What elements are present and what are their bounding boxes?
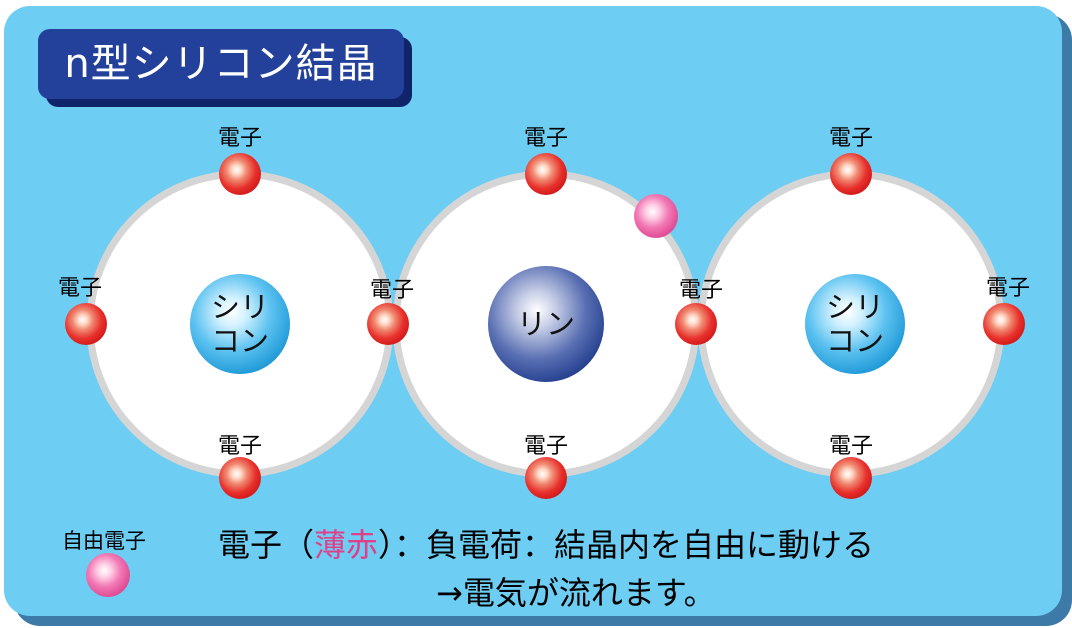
phosphorus-nucleus [488, 266, 604, 382]
nucleus-label-line1: シリ [825, 290, 885, 324]
caption-line1-part2: ）：負電荷：結晶内を自由に動ける [378, 526, 875, 564]
electron-label: 電子 [828, 434, 874, 459]
electron [219, 457, 261, 499]
electron-label: 電子 [217, 126, 263, 151]
legend-label: 自由電子 [62, 529, 146, 553]
nucleus-label-line2: コン [825, 324, 885, 358]
silicon-label-1: シリ コン [211, 290, 269, 358]
electron-label: 電子 [523, 434, 569, 459]
caption-line1: 電子（薄赤）：負電荷：結晶内を自由に動ける [218, 520, 874, 566]
electron [983, 303, 1025, 345]
phosphorus-label: リン [517, 307, 575, 341]
nucleus-label-line1: リン [516, 307, 576, 341]
page-title: n型シリコン結晶 [38, 29, 404, 99]
electron-label: 電子 [523, 126, 569, 151]
electron-label: 電子 [828, 126, 874, 151]
free-electron [634, 194, 678, 238]
silicon-nucleus-2 [805, 274, 905, 374]
electron-label: 電子 [369, 278, 415, 303]
electron-label: 電子 [985, 276, 1031, 301]
electron [830, 457, 872, 499]
caption-accent-text: 薄赤 [314, 526, 379, 564]
electron-label: 電子 [57, 276, 103, 301]
nucleus-label-line1: シリ [210, 290, 270, 324]
electron [525, 457, 567, 499]
caption-line1-part1: 電子（ [218, 526, 315, 564]
legend-free-electron-icon [86, 553, 130, 597]
electron [675, 303, 717, 345]
silicon-label-2: シリ コン [826, 290, 884, 358]
electron-label: 電子 [217, 434, 263, 459]
electron [525, 153, 567, 195]
electron [65, 303, 107, 345]
caption-line2: →電気が流れます。 [436, 574, 716, 612]
silicon-nucleus-1 [190, 274, 290, 374]
electron-label: 電子 [678, 278, 724, 303]
electron [367, 303, 409, 345]
nucleus-label-line2: コン [210, 324, 270, 358]
electron [219, 153, 261, 195]
electron [830, 153, 872, 195]
